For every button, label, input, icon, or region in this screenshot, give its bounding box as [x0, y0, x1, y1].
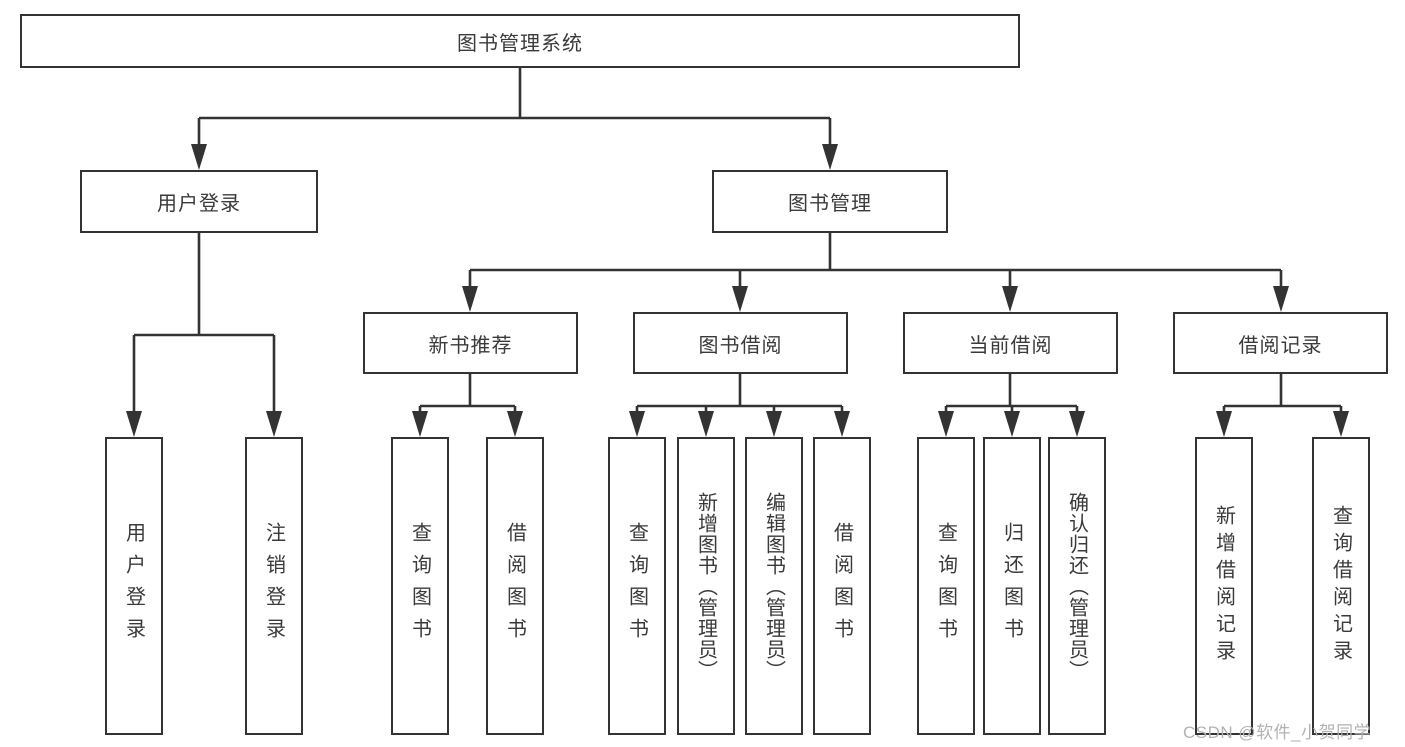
node-label: 新增借阅记录	[1212, 505, 1235, 667]
arrowhead-icon	[1069, 411, 1085, 437]
node-new-book-recommend: 新书推荐	[363, 312, 578, 374]
leaf-edit-book-admin: 编辑图书（管理员）	[745, 437, 803, 735]
leaf-borrow-books: 借阅图书	[813, 437, 871, 735]
leaf-add-book-admin: 新增图书（管理员）	[677, 437, 735, 735]
node-label: 图书管理系统	[457, 32, 583, 55]
node-label: 编辑图书（管理员）	[762, 491, 785, 681]
node-label: 归还图书	[1000, 522, 1023, 650]
node-label: 查询图书	[408, 522, 431, 650]
leaf-confirm-return-admin: 确认归还（管理员）	[1048, 437, 1106, 735]
arrowhead-icon	[1004, 411, 1020, 437]
leaf-add-borrow-record: 新增借阅记录	[1195, 437, 1253, 735]
node-label: 用户登录	[157, 193, 241, 215]
leaf-query-books-recommend: 查询图书	[391, 437, 449, 735]
node-label: 确认归还（管理员）	[1065, 491, 1088, 681]
arrowhead-icon	[266, 411, 282, 437]
node-label: 注销登录	[262, 522, 285, 650]
arrowhead-icon	[462, 286, 478, 312]
arrowhead-icon	[629, 411, 645, 437]
leaf-query-borrow-record: 查询借阅记录	[1312, 437, 1370, 735]
node-label: 借阅图书	[503, 522, 526, 650]
leaf-query-books-current: 查询图书	[917, 437, 975, 735]
node-library-management-system: 图书管理系统	[20, 14, 1020, 68]
node-label: 借阅记录	[1238, 334, 1323, 357]
arrowhead-icon	[507, 411, 523, 437]
node-user-login: 用户登录	[80, 170, 318, 233]
node-label: 查询图书	[625, 522, 648, 650]
arrowhead-icon	[1273, 286, 1289, 312]
arrowhead-icon	[412, 411, 428, 437]
arrowhead-icon	[1333, 411, 1349, 437]
node-label: 图书管理	[788, 193, 872, 215]
arrowhead-icon	[191, 144, 207, 170]
node-label: 查询图书	[934, 522, 957, 650]
node-label: 查询借阅记录	[1329, 505, 1352, 667]
arrowhead-icon	[698, 411, 714, 437]
arrowhead-icon	[126, 411, 142, 437]
arrowhead-icon	[834, 411, 850, 437]
node-label: 图书借阅	[698, 334, 783, 357]
node-book-management: 图书管理	[712, 170, 948, 233]
arrowhead-icon	[1216, 411, 1232, 437]
node-label: 新增图书（管理员）	[694, 491, 717, 681]
leaf-logout: 注销登录	[245, 437, 303, 735]
node-label: 用户登录	[122, 522, 145, 650]
arrowhead-icon	[766, 411, 782, 437]
node-label: 当前借阅	[968, 334, 1053, 357]
leaf-user-login: 用户登录	[105, 437, 163, 735]
arrowhead-icon	[822, 144, 838, 170]
node-label: 新书推荐	[428, 334, 513, 357]
node-label: 借阅图书	[830, 522, 853, 650]
leaf-borrow-books-recommend: 借阅图书	[486, 437, 544, 735]
arrowhead-icon	[732, 286, 748, 312]
node-book-borrow: 图书借阅	[633, 312, 848, 374]
node-borrow-records: 借阅记录	[1173, 312, 1388, 374]
csdn-watermark: CSDN @软件_小贺同学	[1183, 723, 1372, 742]
arrowhead-icon	[1002, 286, 1018, 312]
leaf-return-book: 归还图书	[983, 437, 1041, 735]
leaf-query-books-borrow: 查询图书	[608, 437, 666, 735]
node-current-borrow: 当前借阅	[903, 312, 1118, 374]
arrowhead-icon	[938, 411, 954, 437]
